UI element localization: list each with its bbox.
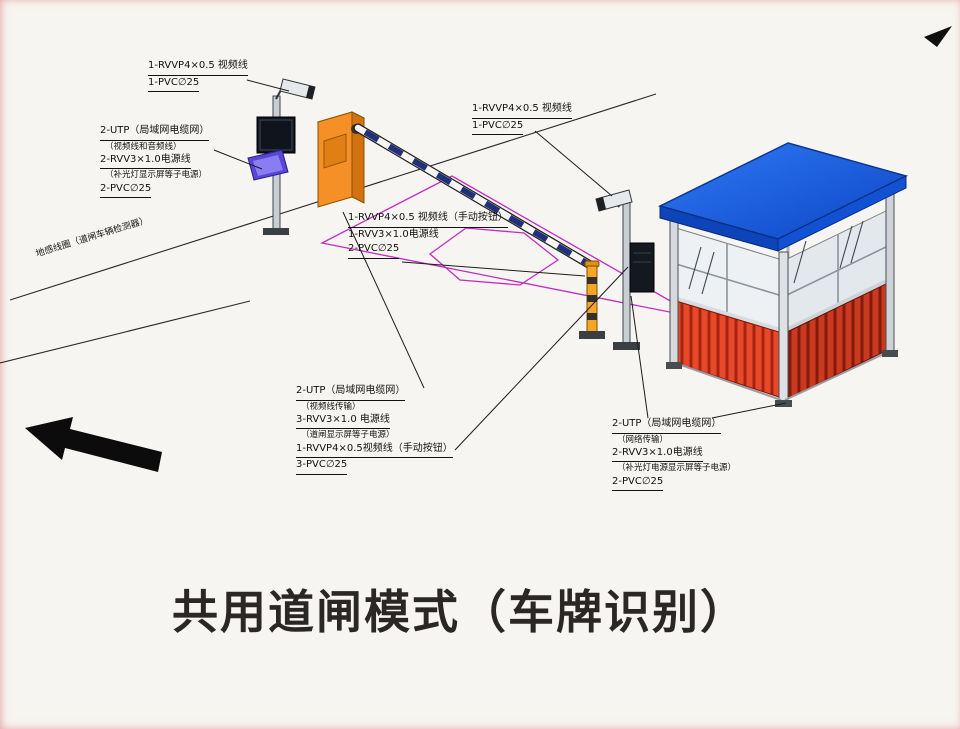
camera-1-lens	[306, 85, 315, 99]
cable-spec-text: 2-UTP（局域网电缆网）	[100, 124, 210, 141]
cable-spec-text: 2-RVV3×1.0电源线	[612, 446, 703, 463]
booth-foot-left	[666, 362, 682, 369]
cable-spec-text: 3-RVV3×1.0 电源线	[296, 413, 390, 430]
booth-base-rail-right	[784, 351, 889, 401]
conduit-spec-text: 2-PVC∅25	[348, 242, 400, 259]
ground-loop-coil	[428, 227, 560, 286]
cable-spec-text: 1-RVVP4×0.5 视频线	[472, 102, 572, 119]
leader-camera1	[246, 79, 290, 92]
barrier-cabinet-panel	[323, 133, 347, 169]
label-arm-cables: 1-RVVP4×0.5 视频线（手动按钮） 1-RVV3×1.0电源线 2-PV…	[348, 211, 508, 259]
guard-booth	[657, 142, 909, 407]
booth-post-front	[778, 251, 789, 403]
conduit-spec-text: 1-PVC∅25	[472, 119, 524, 135]
leader-booth	[711, 402, 787, 419]
booth-post-right	[885, 187, 895, 353]
glass-reflection-lines	[688, 220, 864, 295]
camera-2-lens	[596, 197, 606, 211]
led-display	[256, 116, 296, 154]
cable-spec-text: 2-UTP（局域网电缆网）	[612, 417, 722, 434]
road-line-lower	[0, 300, 251, 364]
booth-post-left	[669, 217, 679, 365]
booth-sill-left	[675, 296, 780, 333]
detection-zone-outline	[320, 175, 701, 319]
cable-note-text: （视频线和音频线）	[105, 141, 182, 152]
booth-window-mullions	[675, 234, 891, 315]
entry-camera-pole	[247, 78, 316, 235]
leader-floodlight	[213, 149, 263, 170]
flood-light-face	[253, 155, 283, 176]
booth-sill-right	[785, 277, 892, 333]
conduit-spec-text: 2-PVC∅25	[100, 182, 152, 199]
north-arrow	[924, 26, 952, 47]
cable-note-text: （补光灯电源显示屏等子电源）	[617, 463, 737, 474]
diagram-title: 共用道闸模式（车牌识别）	[172, 585, 748, 639]
leader-arm-button	[401, 261, 586, 277]
cable-spec-text: 2-UTP（局域网电缆网）	[296, 384, 406, 401]
barrier-arm	[353, 123, 597, 271]
led-display-frame	[259, 119, 293, 151]
cable-note-text: （补光灯显示屏等子电源）	[105, 170, 208, 181]
label-network-left: 2-UTP（局域网电缆网） （视频线和音频线） 2-RVV3×1.0电源线 （补…	[100, 124, 210, 199]
label-booth-cables: 2-UTP（局域网电缆网） （网络传输） 2-RVV3×1.0电源线 （补光灯电…	[612, 417, 737, 492]
booth-foot-right	[882, 350, 898, 357]
exit-camera-pole	[595, 189, 655, 350]
label-barrier-cables: 2-UTP（局域网电缆网） （视频线传输） 3-RVV3×1.0 电源线 （道闸…	[296, 384, 453, 475]
camera-pole-1-base	[263, 228, 289, 235]
cable-note-text: （视频线传输）	[301, 401, 361, 412]
leader-lines	[213, 79, 787, 451]
cable-spec-text: 2-RVV3×1.0电源线	[100, 153, 191, 170]
leader-barrier-cabinet	[342, 211, 425, 389]
direction-arrow	[25, 417, 162, 472]
conduit-spec-text: 3-PVC∅25	[296, 458, 348, 475]
leader-camera2	[534, 130, 613, 197]
label-camera1-cables: 1-RVVP4×0.5 视频线 1-PVC∅25	[148, 59, 248, 92]
booth-base-rail-left	[677, 363, 782, 401]
conduit-spec-text: 1-PVC∅25	[148, 76, 200, 92]
barrier-gate	[316, 111, 605, 339]
cable-spec-text: 1-RVV3×1.0电源线	[348, 228, 439, 240]
detection-zone	[320, 175, 701, 319]
cable-spec-text: 1-RVVP4×0.5视频线（手动按钮）	[296, 442, 453, 459]
cable-note-text: （道闸显示屏等子电源）	[301, 430, 395, 441]
cable-spec-text: 1-RVVP4×0.5 视频线（手动按钮）	[348, 211, 508, 228]
leader-control-box	[454, 266, 629, 451]
leader-booth-pole	[630, 295, 649, 419]
camera-pole-2-base	[613, 342, 640, 350]
booth-roof-fascia-right	[777, 175, 907, 252]
cable-note-text: （网络传输）	[617, 434, 669, 445]
arm-rest-post	[579, 260, 605, 339]
conduit-spec-text: 2-PVC∅25	[612, 475, 664, 492]
label-camera2-cables: 1-RVVP4×0.5 视频线 1-PVC∅25	[472, 102, 572, 135]
control-box	[629, 242, 655, 293]
cable-spec-text: 1-RVVP4×0.5 视频线	[148, 59, 248, 76]
